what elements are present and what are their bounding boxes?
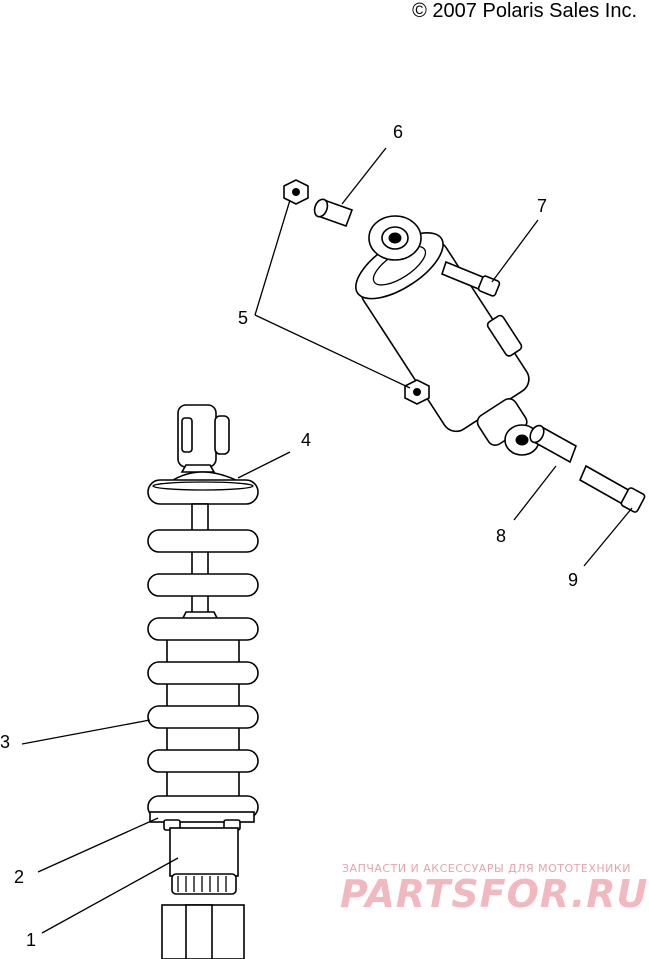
- callout-5: 5: [238, 308, 249, 328]
- nut-lower: [404, 379, 430, 405]
- callout-4: 4: [301, 430, 312, 450]
- shock-shaft: [191, 503, 209, 615]
- bushing-lower: [529, 424, 577, 464]
- copyright-text: © 2007 Polaris Sales Inc.: [412, 0, 637, 22]
- callout-2: 2: [14, 867, 25, 887]
- callout-3: 3: [0, 732, 11, 752]
- callout-9: 9: [568, 570, 579, 590]
- callout-1: 1: [26, 930, 37, 950]
- watermark-logo: PARTSFOR.RU: [340, 872, 649, 916]
- coil-over-shock: [147, 404, 259, 959]
- lower-body: [161, 827, 245, 959]
- nut-upper: [283, 179, 309, 205]
- watermark-tagline: ЗАПЧАСТИ И АКСЕССУАРЫ ДЛЯ МОТОТЕХНИКИ: [342, 862, 631, 875]
- spring-coils: [147, 529, 259, 819]
- spring-retainer-bottom: [149, 811, 255, 831]
- spring-retainer-top: [147, 471, 259, 505]
- leader-lines: [21, 147, 633, 934]
- top-eyelet: [177, 404, 230, 473]
- callout-6: 6: [393, 122, 404, 142]
- bolt-upper: [441, 260, 501, 297]
- callout-8: 8: [496, 526, 507, 546]
- callout-7: 7: [537, 196, 548, 216]
- bushing-upper: [313, 198, 354, 228]
- shock-body-angled: [355, 215, 540, 456]
- bolt-lower: [578, 464, 646, 513]
